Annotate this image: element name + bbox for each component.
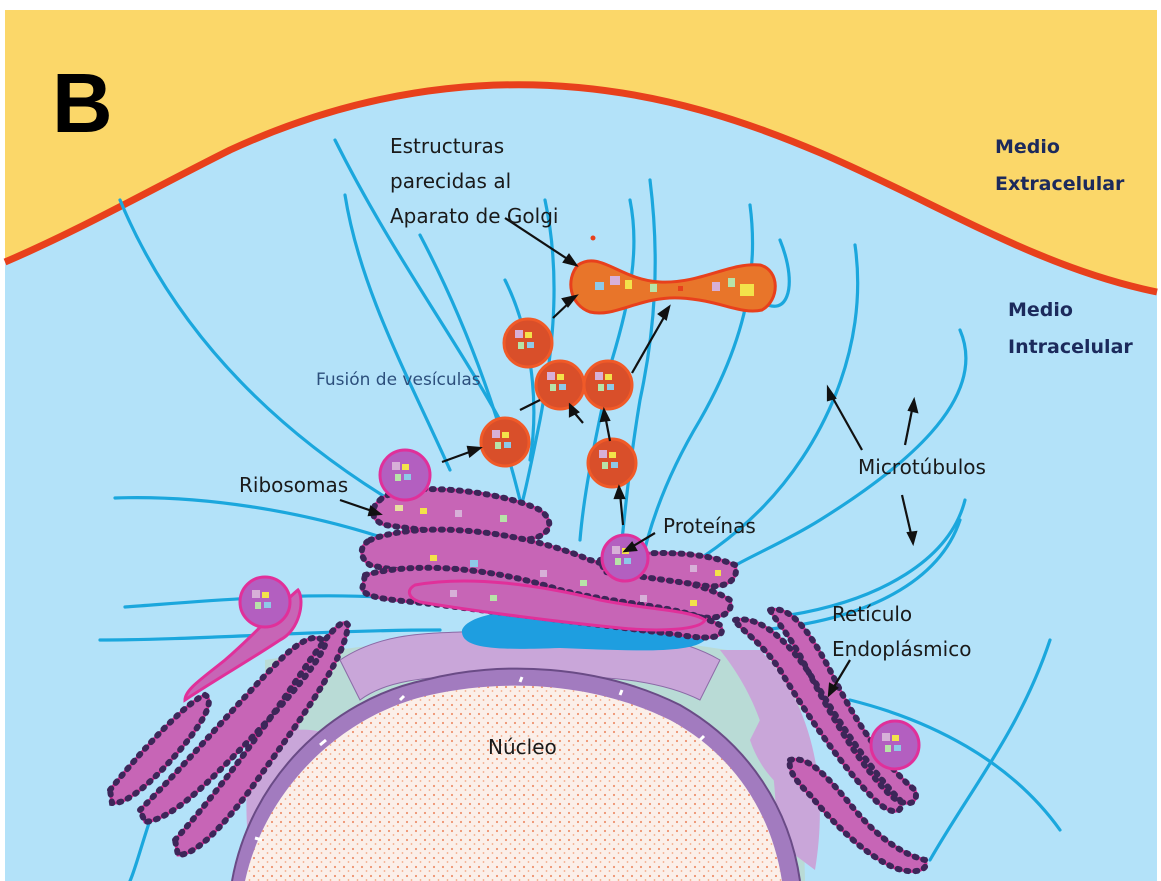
er-label-line2: Endoplásmico bbox=[832, 637, 971, 661]
golgi-label-line2: parecidas al bbox=[390, 169, 511, 193]
extracellular-label-line2: Extracelular bbox=[995, 173, 1125, 195]
fusion-label: Fusión de vesículas bbox=[316, 370, 481, 390]
microtubules-label: Microtúbulos bbox=[858, 455, 986, 479]
er-label-line1: Retículo bbox=[832, 602, 912, 626]
extracellular-label-line1: Medio bbox=[995, 136, 1060, 158]
golgi-label-line3: Aparato de Golgi bbox=[390, 204, 558, 228]
proteins-label: Proteínas bbox=[663, 514, 756, 538]
nucleus-label: Núcleo bbox=[488, 735, 557, 759]
panel-letter: B bbox=[52, 56, 113, 150]
ribosomes-label: Ribosomas bbox=[239, 473, 348, 497]
intracellular-label-line2: Intracelular bbox=[1008, 336, 1133, 358]
golgi-label-line1: Estructuras bbox=[390, 134, 504, 158]
intracellular-label-line1: Medio bbox=[1008, 299, 1073, 321]
